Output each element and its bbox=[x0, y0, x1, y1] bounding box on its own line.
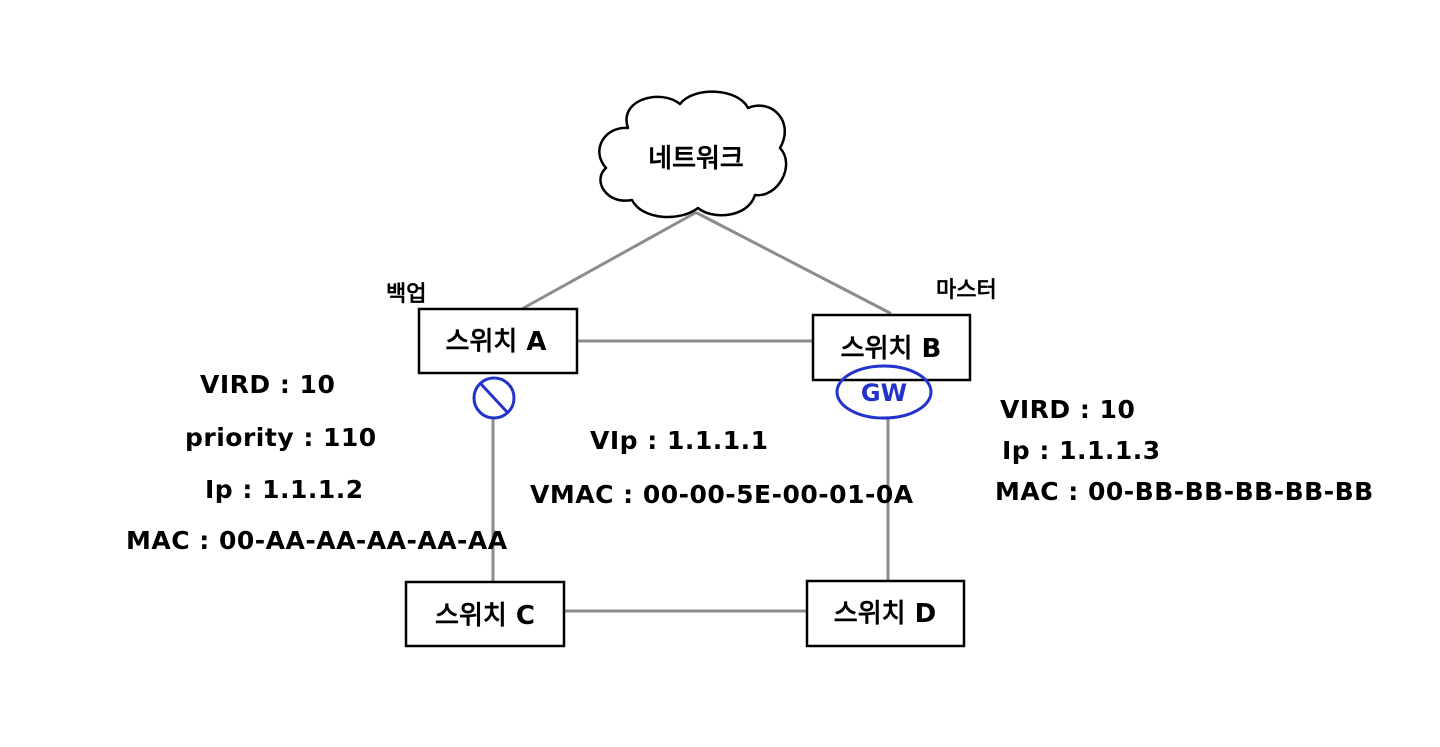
switch-a-mac: MAC : 00-AA-AA-AA-AA-AA bbox=[126, 526, 508, 555]
switch-a-priority: priority : 110 bbox=[185, 423, 377, 452]
switch-b-info: VIRD : 10 Ip : 1.1.1.3 MAC : 00-BB-BB-BB… bbox=[995, 395, 1374, 506]
switch-a-info: VIRD : 10 priority : 110 Ip : 1.1.1.2 MA… bbox=[126, 370, 508, 555]
switch-d-label: 스위치 D bbox=[834, 599, 936, 629]
blocked-port-slash bbox=[479, 382, 509, 414]
switch-d[interactable]: 스위치 D bbox=[805, 579, 966, 648]
switch-a-vrid: VIRD : 10 bbox=[200, 370, 335, 399]
switch-b-vrid: VIRD : 10 bbox=[1000, 395, 1135, 424]
switch-d-box bbox=[805, 579, 966, 648]
switch-b-label: 스위치 B bbox=[841, 334, 942, 364]
switch-c-label: 스위치 C bbox=[435, 601, 535, 631]
virtual-ip: VIp : 1.1.1.1 bbox=[590, 426, 769, 455]
gateway-ellipse bbox=[835, 364, 933, 420]
network-label: 네트워크 bbox=[648, 144, 744, 174]
switch-b-role-label: 마스터 bbox=[936, 278, 997, 303]
switch-a-role-label: 백업 bbox=[386, 282, 426, 307]
switch-a[interactable]: 스위치 A bbox=[417, 307, 579, 375]
link-network-to-switch-b bbox=[695, 211, 892, 315]
virtual-mac: VMAC : 00-00-5E-00-01-0A bbox=[530, 480, 914, 509]
switch-a-label: 스위치 A bbox=[446, 327, 547, 357]
gateway-label: GW bbox=[861, 379, 907, 407]
switch-b-ip: Ip : 1.1.1.3 bbox=[1002, 436, 1161, 465]
switch-c-box bbox=[404, 580, 566, 648]
cloud-shape bbox=[598, 90, 788, 219]
network-cloud: 네트워크 bbox=[598, 90, 788, 219]
links bbox=[491, 211, 892, 613]
gateway-marker: GW bbox=[835, 364, 933, 420]
switch-b-mac: MAC : 00-BB-BB-BB-BB-BB bbox=[995, 477, 1374, 506]
blocked-port-circle bbox=[472, 376, 516, 420]
switch-a-box bbox=[417, 307, 579, 375]
virtual-router-info: VIp : 1.1.1.1 VMAC : 00-00-5E-00-01-0A bbox=[530, 426, 914, 509]
link-network-to-switch-a bbox=[518, 211, 697, 312]
blocked-port-icon bbox=[472, 376, 516, 420]
switch-c[interactable]: 스위치 C bbox=[404, 580, 566, 648]
switch-b-box bbox=[811, 313, 972, 382]
switch-a-ip: Ip : 1.1.1.2 bbox=[205, 475, 364, 504]
switch-b[interactable]: 스위치 B bbox=[811, 313, 972, 382]
